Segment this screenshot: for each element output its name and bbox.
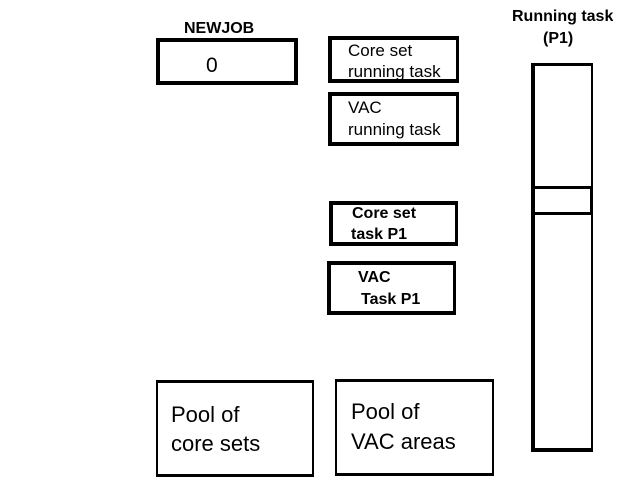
core-set-task-p1-box: Core set task P1 [329, 201, 458, 246]
vac-running-task-line1: VAC [348, 98, 382, 117]
vac-task-p1-line1: VAC [358, 269, 391, 286]
pool-of-vac-areas-box: Pool of VAC areas [335, 379, 494, 476]
pool-core-sets-line2: core sets [171, 431, 261, 456]
pool-vac-areas-line1: Pool of [351, 399, 420, 424]
newjob-counter-value: 0 [206, 54, 218, 77]
running-queue-title-line2: (P1) [543, 30, 574, 47]
core-set-running-task-line2: running task [348, 62, 441, 81]
core-set-task-p1-line2: task P1 [351, 226, 408, 243]
core-set-running-task-box: Core set running task [328, 36, 459, 83]
running-task-queue [531, 63, 593, 452]
vac-task-p1-box: VAC Task P1 [327, 261, 456, 315]
core-set-task-p1-line1: Core set [352, 205, 417, 222]
vac-running-task-line2: running task [348, 120, 441, 139]
running-task-queue-slot [531, 186, 593, 215]
pool-vac-areas-line2: VAC areas [351, 429, 456, 454]
pool-of-core-sets-box: Pool of core sets [156, 380, 314, 477]
newjob-counter-box: 0 [156, 38, 298, 85]
pool-core-sets-line1: Pool of [171, 402, 240, 427]
core-set-running-task-line1: Core set [348, 41, 413, 60]
newjob-title: NEWJOB [184, 20, 255, 37]
vac-task-p1-line2: Task P1 [361, 291, 421, 308]
running-queue-title-line1: Running task [512, 8, 614, 25]
vac-running-task-box: VAC running task [328, 92, 459, 146]
